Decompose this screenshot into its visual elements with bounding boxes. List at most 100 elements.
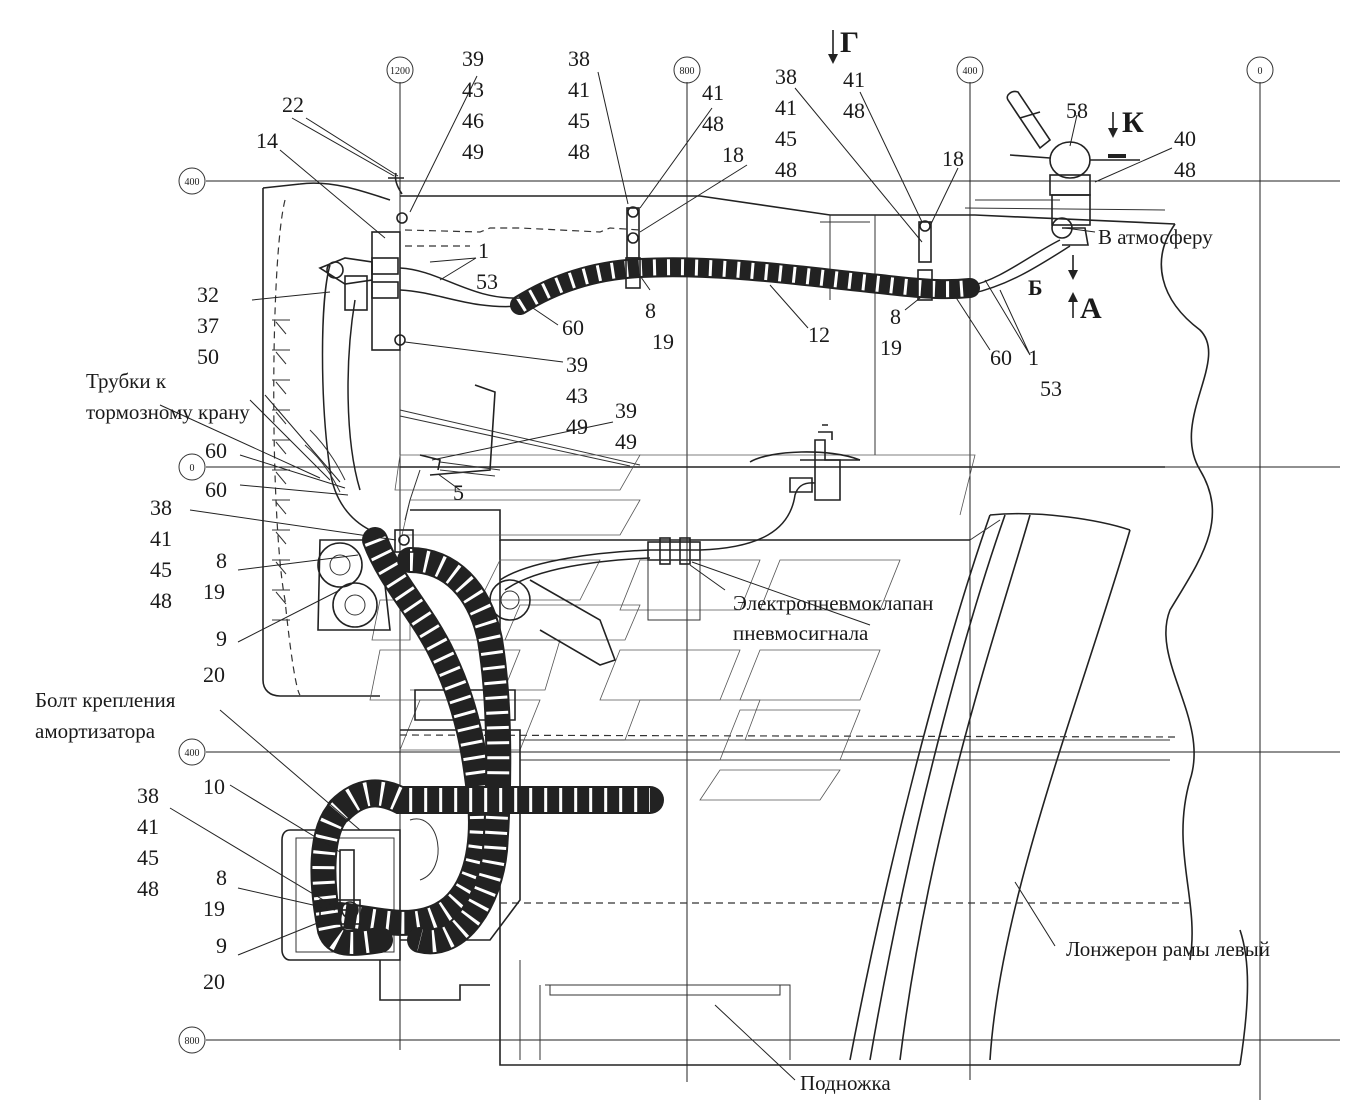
callout-39a-1: 39 [462,46,484,71]
annotations: В атмосферу Трубки к тормозному крану Эл… [35,225,1270,1095]
bracket-5 [419,384,501,477]
note-frame-rail: Лонжерон рамы левый [1066,937,1270,961]
callout-20b: 20 [203,969,225,994]
callout-38a-1: 38 [568,46,590,71]
callout-39b-1: 39 [566,352,588,377]
callout-39c-1: 39 [615,398,637,423]
air-tubes [304,239,1071,591]
grid-marker-y-800: 800 [178,1026,206,1054]
callout-12: 12 [808,322,830,347]
callout-18b: 18 [942,146,964,171]
callout-38c-2: 41 [150,526,172,551]
svg-text:800: 800 [185,1036,200,1047]
callout-38d-2: 41 [137,814,159,839]
callout-39a-2: 43 [462,77,484,102]
svg-text:А: А [1080,292,1102,325]
grid-marker-y-400-bottom: 400 [178,738,206,766]
callout-5: 5 [453,480,464,505]
callout-53b: 53 [1040,376,1062,401]
svg-text:400: 400 [963,66,978,77]
note-brake-tubes-1: Трубки к [86,369,167,393]
callout-41b-1: 41 [843,67,865,92]
grid-marker-x-800: 800 [673,56,701,84]
callout-39b-2: 43 [566,383,588,408]
callout-38d-1: 38 [137,783,159,808]
callout-40-1: 40 [1174,126,1196,151]
note-valve-2: пневмосигнала [733,621,869,645]
callout-19b: 19 [880,335,902,360]
callout-38a-2: 41 [568,77,590,102]
callout-39a-4: 49 [462,139,484,164]
callout-1b: 1 [1028,345,1039,370]
corrugated-hose-upper [510,257,980,315]
callout-60d: 60 [205,477,227,502]
callout-58: 58 [1066,98,1088,123]
callout-38b-4: 48 [775,157,797,182]
callout-9a: 9 [216,626,227,651]
view-arrow-a: А [1068,292,1102,325]
svg-text:400: 400 [185,748,200,759]
view-arrow-g: Г [828,26,859,64]
callout-38b-3: 45 [775,126,797,151]
callout-38b-1: 38 [775,64,797,89]
leader-lines [159,71,1173,1081]
corrugated-hose-horizontal [310,779,664,956]
callout-9b: 9 [216,933,227,958]
callout-18a: 18 [722,142,744,167]
callout-41b-2: 48 [843,98,865,123]
callout-8a: 8 [645,298,656,323]
callout-19c: 19 [203,579,225,604]
callout-32-2: 37 [197,313,219,338]
callout-8b: 8 [890,304,901,329]
callout-38c-4: 48 [150,588,172,613]
callout-38b-2: 41 [775,95,797,120]
svg-text:Б: Б [1028,275,1043,300]
grid-marker-x-1200: 1200 [386,56,414,84]
callout-39c-2: 49 [615,429,637,454]
callout-41a-1: 41 [702,80,724,105]
callout-38d-3: 45 [137,845,159,870]
grid-marker-y-400-top: 400 [178,167,206,195]
lower-clamps [319,529,414,925]
callout-40-2: 48 [1174,157,1196,182]
callout-22: 22 [282,92,304,117]
view-arrow-k: К [1108,106,1144,139]
callout-10: 10 [203,774,225,799]
note-valve-1: Электропневмоклапан [733,591,933,615]
air-horn-58 [1006,90,1140,246]
callout-1a: 1 [478,238,489,263]
callout-60b: 60 [990,345,1012,370]
note-shock-bolt-2: амортизатора [35,719,156,743]
callout-41a-2: 48 [702,111,724,136]
grid-marker-x-0: 0 [1246,56,1274,84]
grid-marker-x-400: 400 [956,56,984,84]
svg-text:400: 400 [185,177,200,188]
note-brake-tubes-2: тормозному крану [86,400,250,424]
callout-39a-3: 46 [462,108,484,133]
svg-text:1200: 1200 [390,66,410,77]
svg-text:Г: Г [840,26,859,59]
svg-text:0: 0 [1258,66,1263,77]
callout-60c: 60 [205,438,227,463]
callout-32-3: 50 [197,344,219,369]
callout-20a: 20 [203,662,225,687]
callout-53a: 53 [476,269,498,294]
callout-38d-4: 48 [137,876,159,901]
callout-60a: 60 [562,315,584,340]
svg-text:0: 0 [190,463,195,474]
clamp-1 [625,206,641,289]
view-arrow-b: Б [1028,255,1078,300]
callout-8d: 8 [216,865,227,890]
note-to-atmosphere: В атмосферу [1098,225,1213,249]
grid-marker-y-0: 0 [178,453,206,481]
callout-38c-3: 45 [150,557,172,582]
callout-labels: 22 14 39 43 46 49 38 41 45 48 41 48 18 3… [137,46,1196,994]
callout-19a: 19 [652,329,674,354]
solenoid-valve-assembly [647,424,861,621]
svg-text:800: 800 [680,66,695,77]
note-step: Подножка [800,1071,891,1095]
note-shock-bolt-1: Болт крепления [35,688,176,712]
callout-38a-4: 48 [568,139,590,164]
callout-38a-3: 45 [568,108,590,133]
